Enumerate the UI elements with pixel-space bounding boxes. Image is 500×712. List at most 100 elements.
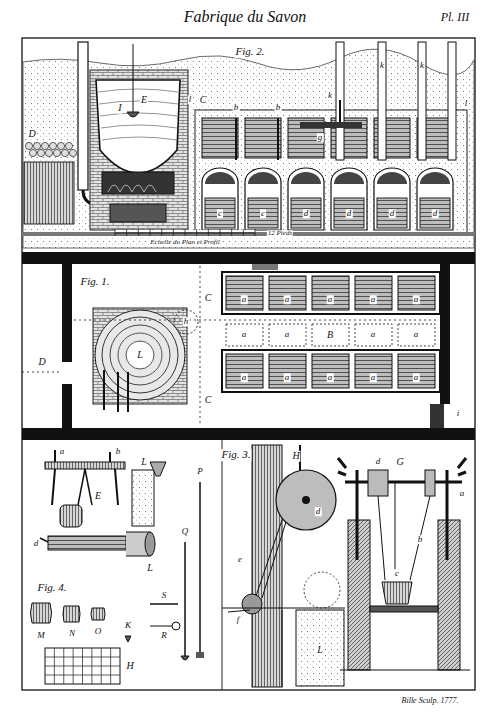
plate-note: Bille Sculp. 1777. [401,697,460,705]
tools-view-stroke [52,469,55,505]
section-view-stroke-stroke [334,198,364,228]
section-view-stroke-stroke [420,172,450,184]
callout-letter: a [241,330,248,339]
callout-letter: E [140,95,148,106]
plan-view-stroke [126,341,154,369]
callout-letter: D [37,357,46,368]
hoist-view-stroke [438,520,460,670]
section-view-stroke-stroke [220,229,221,236]
callout-letter: d [432,209,439,218]
callout-letter: M [36,631,46,640]
callout-letter: Q [181,527,190,536]
callout-letter: a [413,330,420,339]
plan-view-stroke [226,276,435,388]
plate-note: Pl. III [440,11,471,24]
tools-view-stroke [150,603,178,605]
plate-note: Fig. 1. [79,276,110,288]
section-view-stroke-stroke [291,198,321,228]
plate-title: Fabrique du Savon [184,8,307,26]
callout-letter: a [241,373,248,382]
tools-view-stroke [172,622,180,630]
callout-letter: e [237,555,243,564]
plan-view-stroke [200,266,201,426]
callout-letter: a [241,295,248,304]
callout-letter: h [183,317,190,326]
tools-view-stroke [63,606,80,622]
hoist-view-stroke [282,610,283,687]
section-view-stroke [25,142,76,156]
section-view-stroke-stroke [205,198,235,228]
callout-letter: a [370,330,377,339]
section-view-stroke-stroke [334,172,364,184]
plan-view-stroke-stroke [269,354,306,388]
plan-view-stroke [62,264,72,362]
tools-view-stroke [85,469,92,505]
section-view-stroke-stroke [248,172,278,184]
hoist-view-stroke [242,594,262,614]
callout-letter: c [394,569,400,578]
hoist-view-stroke [256,520,282,596]
section-view-stroke-stroke [45,149,52,156]
plan-view-stroke [22,428,475,440]
callout-letter: P [196,467,204,476]
callout-letter: k [419,61,425,70]
callout-letter: S [161,591,168,600]
hoist-view-stroke [252,445,282,687]
callout-letter: a [327,373,334,382]
callout-letter: C [204,293,213,304]
tools-view-stroke [78,469,85,505]
tools-view-stroke-stroke [45,675,120,676]
plan-view-stroke-stroke [312,276,349,310]
section-view-stroke-stroke [53,149,60,156]
callout-letter: a [284,373,291,382]
section-view-stroke [339,100,341,122]
section-view-stroke [336,42,344,160]
tools-view-stroke [150,626,172,627]
callout-letter: d [315,507,322,516]
callout-letter: a [413,373,420,382]
section-view-stroke [96,80,180,173]
section-view-stroke-stroke [185,229,186,236]
plan-view-stroke-stroke [226,276,263,310]
section-view-stroke-stroke [115,229,116,236]
hoist-view-stroke [340,670,470,671]
plan-view-stroke [22,372,60,373]
hoist-view-stroke [395,482,396,570]
tools-view-stroke [60,505,82,527]
callout-letter: b [417,535,424,544]
plan-view-stroke-stroke [355,324,392,346]
section-view-stroke-stroke [196,229,197,236]
plan-view-stroke-stroke [312,354,349,388]
section-view-stroke-stroke [37,149,44,156]
tools-view-stroke [196,652,204,658]
section-view-stroke-stroke [33,142,40,149]
section-view-stroke-stroke [245,168,281,230]
plan-view-stroke [440,264,450,404]
plan-view-stroke [118,333,162,377]
section-view-stroke [108,185,156,192]
section-view-stroke-stroke [138,229,139,236]
callout-letter: b [115,447,122,456]
section-view-stroke [22,232,475,236]
section-view-stroke-stroke [420,198,450,228]
section-view-stroke [78,42,88,190]
plate-frame [22,38,475,690]
section-view-stroke-stroke [245,118,281,158]
tools-view-stroke [48,536,126,550]
section-view-stroke-stroke [288,168,324,230]
hoist-view-stroke [222,440,223,690]
tools-view-stroke [145,532,155,556]
plan-view-stroke-stroke [398,276,435,310]
callout-letter: L [140,457,148,468]
callout-letter: O [94,627,103,636]
callout-letter: E [94,491,102,502]
plan-view-stroke [222,350,440,392]
tools-view-stroke [132,470,154,526]
plan-view [22,252,475,440]
plan-view-stroke [95,310,185,400]
section-view-stroke-stroke [377,172,407,184]
hoist-view-stroke [304,572,340,608]
callout-letter: c [260,209,266,218]
plan-view-stroke [430,404,444,428]
